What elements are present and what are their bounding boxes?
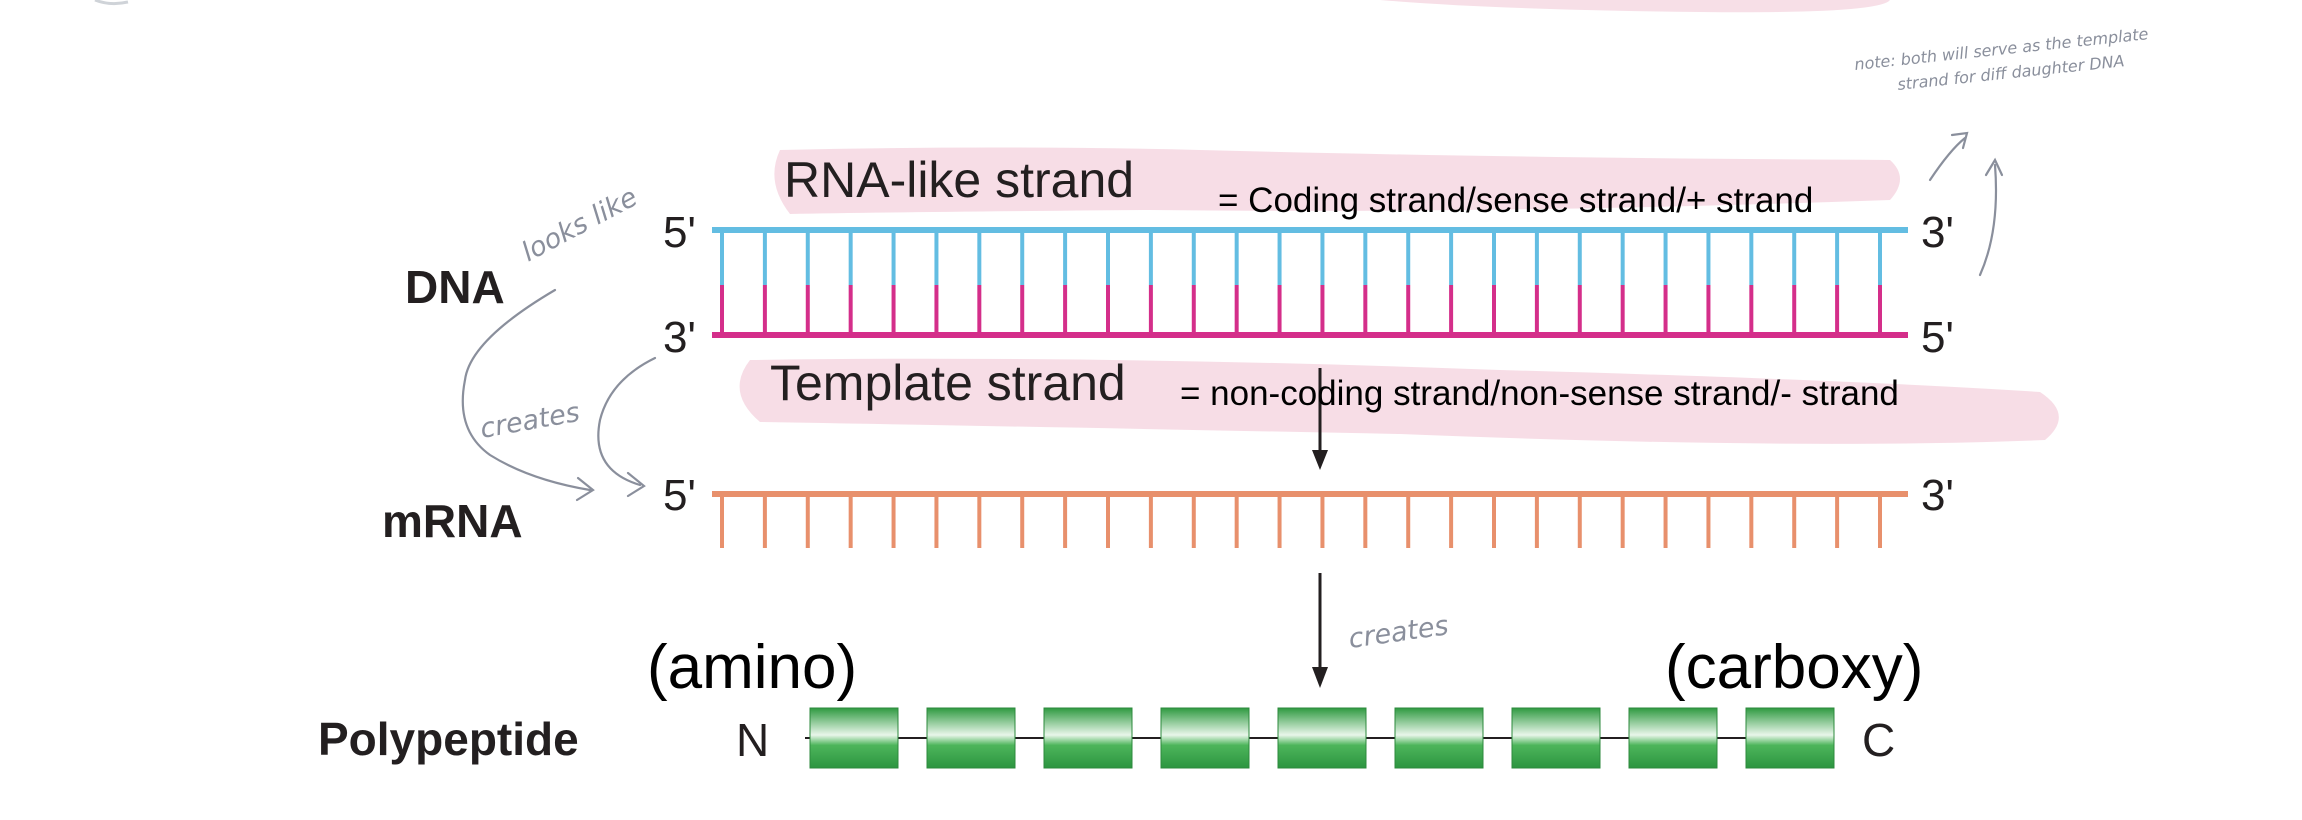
amino-acid (1160, 707, 1250, 769)
amino-acid (1394, 707, 1484, 769)
dna-bottom-left-end: 3' (663, 313, 696, 362)
handwritten-creates-2: creates (1347, 610, 1451, 655)
looks-like-arrowhead (575, 476, 595, 502)
note-arrow-up (1928, 136, 1967, 182)
handwritten-looks-like: looks like (517, 182, 643, 269)
note-arrow-down (1978, 163, 1998, 277)
coding-strand-note: = Coding strand/sense strand/+ strand (1218, 181, 1813, 220)
transcription-arrow (1312, 368, 1328, 470)
top-stroke-remnant (94, 0, 129, 6)
dna-label: DNA (405, 261, 505, 313)
pen-annotations (461, 131, 2004, 502)
amino-acid (1628, 707, 1718, 769)
dna-top-left-end: 5' (663, 208, 696, 257)
highlight-template (739, 358, 2059, 444)
amino-acid-chain (809, 707, 1835, 769)
rna-like-strand-label: RNA-like strand (784, 152, 1134, 208)
mrna-label: mRNA (382, 495, 523, 547)
amino-acid (1277, 707, 1367, 769)
dna-bottom-right-end: 5' (1921, 313, 1954, 362)
mrna-bases (720, 494, 1882, 548)
polypeptide-n-terminus: N (736, 714, 769, 766)
mrna-right-end: 3' (1921, 471, 1954, 520)
amino-acid (1043, 707, 1133, 769)
amino-acid (926, 707, 1016, 769)
creates-arrowhead (626, 471, 646, 498)
polypeptide-label: Polypeptide (318, 713, 579, 765)
creates-curve (597, 356, 657, 487)
translation-arrow (1312, 573, 1328, 688)
note-arrow-down-head (1984, 157, 2004, 177)
amino-acid (1511, 707, 1601, 769)
amino-acid (809, 707, 899, 769)
mrna-left-end: 5' (663, 471, 696, 520)
looks-like-curve (461, 288, 592, 492)
noncoding-strand-note: = non-coding strand/non-sense strand/- s… (1180, 374, 1899, 413)
polypeptide-c-terminus: C (1862, 714, 1895, 766)
top-highlight-remnant (1380, 0, 1890, 13)
dna-top-right-end: 3' (1921, 208, 1954, 257)
handwritten-creates-1: creates (478, 397, 582, 445)
note-arrow-up-head (1950, 131, 1969, 150)
template-strand-label: Template strand (770, 355, 1126, 411)
dna-base-pairs (720, 230, 1882, 335)
highlight-rna-like (774, 147, 1900, 214)
amino-acid (1745, 707, 1835, 769)
carboxy-terminal-label: (carboxy) (1665, 633, 1923, 702)
amino-terminal-label: (amino) (647, 633, 857, 702)
